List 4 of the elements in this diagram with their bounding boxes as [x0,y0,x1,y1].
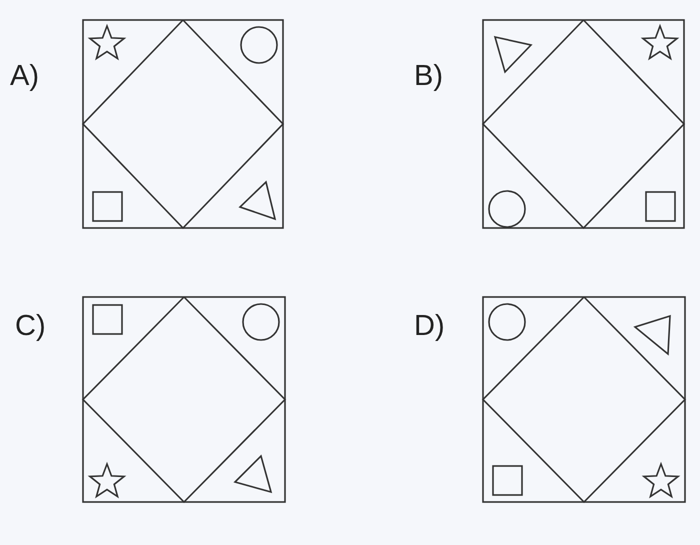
option-label: C) [15,312,46,341]
option-label: D) [414,312,445,341]
option-label: A) [10,62,39,91]
option-label: B) [414,62,443,91]
